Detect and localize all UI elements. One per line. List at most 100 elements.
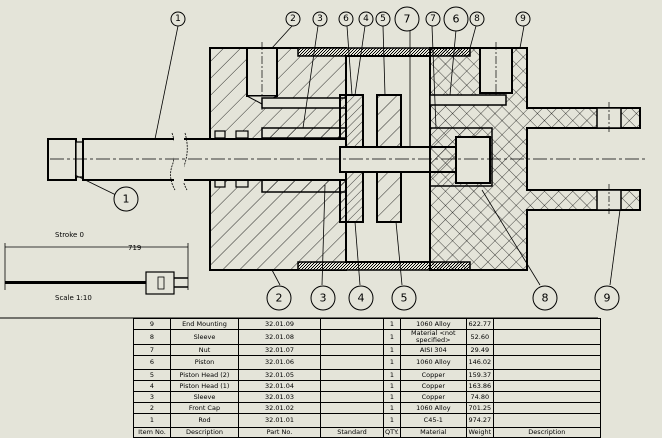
weight-cell: 146.02 <box>465 355 494 370</box>
item-no-cell: 2 <box>133 402 171 414</box>
leader-lines <box>74 25 621 286</box>
part-no-cell: 32.01.04 <box>238 380 321 392</box>
qty-cell: 1 <box>383 413 401 428</box>
description-cell: Nut <box>170 344 239 356</box>
standard-cell <box>320 391 384 403</box>
balloon-5-bottom: 5 <box>391 285 417 311</box>
standard-cell <box>320 329 384 345</box>
balloon-6b-top: 6 <box>443 6 469 32</box>
material-cell: C45-1 <box>399 413 467 428</box>
detail-view: Stroke 0 719 Scale 1:10 <box>4 231 189 302</box>
bom-header-cell: QTY. <box>383 427 401 438</box>
svg-text:5: 5 <box>380 14 386 24</box>
material-cell: AISI 304 <box>399 344 467 356</box>
material-cell: Material <not specified> <box>399 329 467 345</box>
svg-text:6: 6 <box>343 14 349 24</box>
item-no-cell: 5 <box>133 369 171 381</box>
balloon-1-top: 1 <box>170 11 186 27</box>
part-no-cell: 32.01.01 <box>238 413 321 428</box>
balloon-7a-top: 7 <box>394 6 420 32</box>
weight-cell: 701.25 <box>465 402 494 414</box>
svg-text:9: 9 <box>604 292 611 305</box>
standard-cell <box>320 369 384 381</box>
description2-cell <box>492 380 601 392</box>
description2-cell <box>492 402 601 414</box>
balloon-2-top: 2 <box>285 11 301 27</box>
dimension-value: 719 <box>128 244 141 252</box>
balloon-8-bottom: 8 <box>532 285 558 311</box>
standard-cell <box>320 344 384 356</box>
description-cell: Piston Head (1) <box>170 380 239 392</box>
item-no-cell: 9 <box>133 318 171 330</box>
description2-cell <box>492 369 601 381</box>
scale-label: Scale 1:10 <box>55 294 92 302</box>
part-no-cell: 32.01.03 <box>238 391 321 403</box>
balloon-5-top: 5 <box>375 11 391 27</box>
svg-text:7: 7 <box>430 14 436 24</box>
part-no-cell: 32.01.07 <box>238 344 321 356</box>
part-no-cell: 32.01.05 <box>238 369 321 381</box>
svg-text:1: 1 <box>175 14 181 24</box>
svg-text:2: 2 <box>276 292 283 305</box>
balloon-4-bottom: 4 <box>348 285 374 311</box>
description-cell: Rod <box>170 413 239 428</box>
balloon-9-bottom: 9 <box>594 285 620 311</box>
bom-header-cell: Weight <box>465 427 494 438</box>
description2-cell <box>492 344 601 356</box>
qty-cell: 1 <box>383 329 401 345</box>
material-cell: Copper <box>399 369 467 381</box>
bom-header-cell: Item No. <box>133 427 171 438</box>
qty-cell: 1 <box>383 369 401 381</box>
qty-cell: 1 <box>383 318 401 330</box>
weight-cell: 74.80 <box>465 391 494 403</box>
standard-cell <box>320 402 384 414</box>
part-no-cell: 32.01.08 <box>238 329 321 345</box>
description-cell: Sleeve <box>170 329 239 345</box>
svg-text:5: 5 <box>401 292 408 305</box>
svg-text:8: 8 <box>542 292 549 305</box>
balloon-8-top: 8 <box>469 11 485 27</box>
svg-text:8: 8 <box>474 14 480 24</box>
item-no-cell: 6 <box>133 355 171 370</box>
svg-text:1: 1 <box>123 193 130 206</box>
item-no-cell: 3 <box>133 391 171 403</box>
bom-header-cell: Part No. <box>238 427 321 438</box>
standard-cell <box>320 355 384 370</box>
svg-text:3: 3 <box>320 292 327 305</box>
part-no-cell: 32.01.09 <box>238 318 321 330</box>
svg-text:6: 6 <box>453 13 460 26</box>
weight-cell: 974.27 <box>465 413 494 428</box>
balloon-3-bottom: 3 <box>310 285 336 311</box>
description2-cell <box>492 329 601 345</box>
part-no-cell: 32.01.02 <box>238 402 321 414</box>
qty-cell: 1 <box>383 380 401 392</box>
balloon-2-bottom: 2 <box>266 285 292 311</box>
qty-cell: 1 <box>383 344 401 356</box>
description2-cell <box>492 413 601 428</box>
material-cell: 1060 Alloy <box>399 402 467 414</box>
material-cell: 1060 Alloy <box>399 355 467 370</box>
svg-text:7: 7 <box>404 13 411 26</box>
item-no-cell: 8 <box>133 329 171 345</box>
qty-cell: 1 <box>383 391 401 403</box>
standard-cell <box>320 413 384 428</box>
balloons: 1 2 3 6 4 5 7 7 6 8 9 1 2 3 4 5 8 9 <box>113 6 620 311</box>
bom-header-cell: Standard <box>320 427 384 438</box>
description-cell: Sleeve <box>170 391 239 403</box>
description2-cell <box>492 318 601 330</box>
balloon-9-top: 9 <box>515 11 531 27</box>
standard-cell <box>320 380 384 392</box>
material-cell: Copper <box>399 380 467 392</box>
weight-cell: 29.49 <box>465 344 494 356</box>
